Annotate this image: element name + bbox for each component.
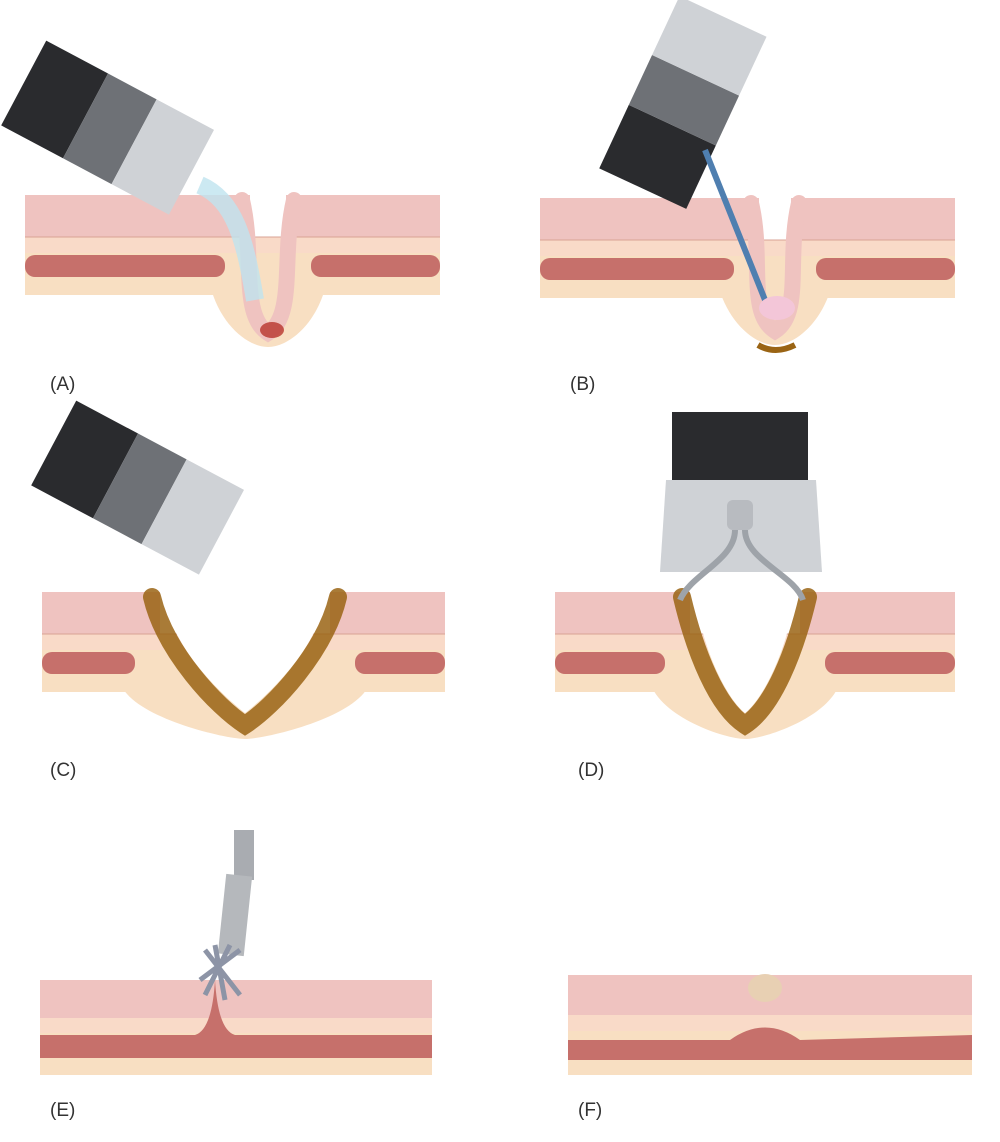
panel-f <box>568 974 972 1075</box>
mucosa-layer-left <box>540 198 759 240</box>
muscularis-layer-left <box>540 258 734 280</box>
submucosa-layer <box>25 237 440 253</box>
panel-label-e: (E) <box>50 1100 76 1121</box>
panel-c <box>31 400 445 739</box>
panel-label-a: (A) <box>50 374 76 395</box>
submucosa-layer <box>568 1015 972 1031</box>
submucosa-layer <box>40 1018 432 1033</box>
muscularis-layer-right <box>825 652 955 674</box>
stained-pit-wall <box>673 588 817 736</box>
scope-body-gray <box>628 55 740 146</box>
transparent-cap <box>141 459 244 575</box>
mucosa-layer-right <box>800 592 955 634</box>
mucosa-layer-left <box>42 592 160 634</box>
panel-label-d: (D) <box>578 760 605 781</box>
muscularis-layer-right <box>816 258 955 280</box>
muscularis-layer-left <box>555 652 665 674</box>
mucosa-layer-right <box>330 592 445 634</box>
tissue-wall <box>25 192 440 347</box>
clip-applicator <box>727 500 753 530</box>
mucosa-layer-right <box>791 198 955 240</box>
scope-body-black <box>599 104 716 209</box>
tissue-wall <box>555 588 955 739</box>
clip-applicator <box>217 873 253 957</box>
pit-lumen <box>696 602 794 713</box>
serosa-pit <box>210 285 326 347</box>
clip-prongs <box>677 529 806 602</box>
panel-d <box>555 412 955 739</box>
transparent-cap <box>111 99 214 215</box>
submucosa-layer <box>540 240 955 256</box>
pit-lumen <box>166 602 324 713</box>
panel-a <box>1 40 440 347</box>
panel-label-f: (F) <box>578 1100 603 1121</box>
mucosa-layer-left <box>555 592 690 634</box>
coagulation-probe <box>702 148 768 302</box>
stained-pit-wall <box>143 588 347 736</box>
water-jet <box>195 176 264 302</box>
transparent-cap <box>652 0 767 96</box>
clip-shaft <box>234 830 254 880</box>
healed-scar <box>748 974 782 1002</box>
coagulated-area <box>756 342 797 353</box>
muscularis-layer-right <box>311 255 440 277</box>
endoscope-c <box>31 400 244 575</box>
panel-b <box>540 0 955 353</box>
scope-body-black <box>1 40 109 159</box>
panel-label-b: (B) <box>570 374 596 395</box>
tissue-wall <box>540 195 955 345</box>
mucosa-layer <box>40 980 432 1018</box>
bleeding-point <box>260 322 284 338</box>
muscularis-layer-left <box>25 255 225 277</box>
muscularis-layer <box>568 1027 972 1060</box>
panel-e <box>40 830 432 1075</box>
closure-clips <box>198 943 242 1001</box>
scope-body-black <box>31 400 139 519</box>
scope-body-gray <box>62 73 157 185</box>
muscularis-layer-right <box>355 652 445 674</box>
muscularis-layer-left <box>42 652 135 674</box>
tissue-wall <box>42 588 445 739</box>
endoscope-b <box>599 0 767 209</box>
mucosa-layer-right <box>286 195 440 237</box>
panel-label-c: (C) <box>50 760 77 781</box>
scope-body-gray <box>92 433 187 545</box>
scope-body-black <box>672 412 808 482</box>
probe-tip <box>759 296 795 320</box>
endoscope-a <box>1 40 214 215</box>
muscularis-layer <box>40 980 432 1058</box>
pit-wall <box>743 195 807 341</box>
